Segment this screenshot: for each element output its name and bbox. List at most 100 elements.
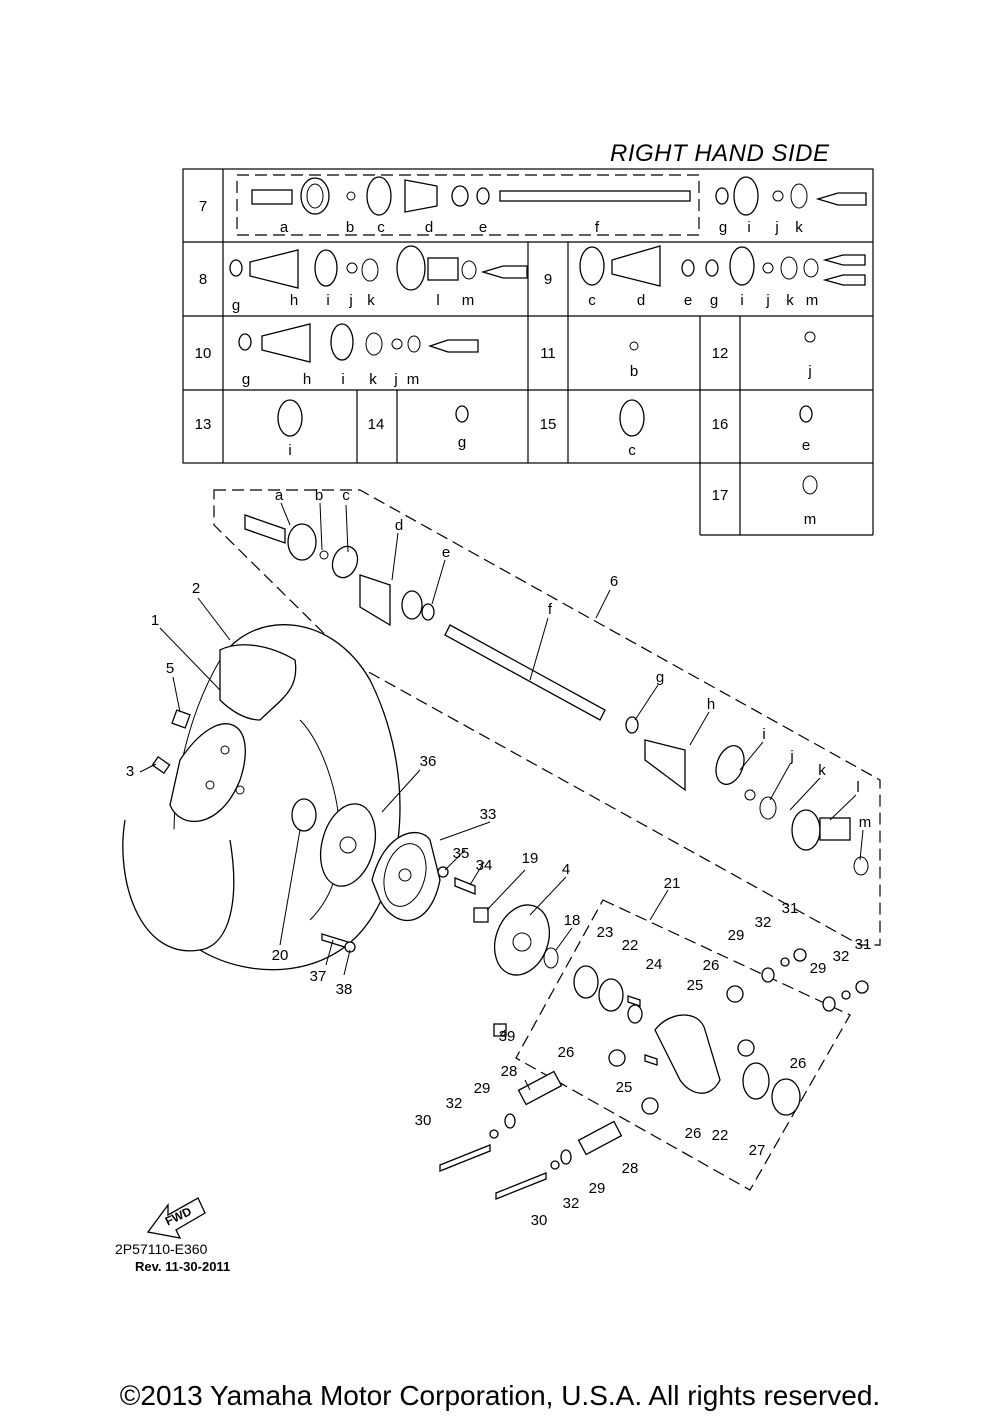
revision-date: Rev. 11-30-2011 [135, 1259, 231, 1274]
svg-text:36: 36 [420, 753, 437, 770]
svg-text:33: 33 [480, 806, 497, 823]
svg-text:k: k [367, 292, 375, 309]
svg-text:l: l [856, 779, 859, 796]
valve-3 [151, 755, 171, 775]
svg-text:e: e [802, 437, 810, 454]
row-8-number: 8 [199, 271, 207, 288]
svg-text:k: k [795, 219, 803, 236]
axle-parts [244, 514, 869, 876]
svg-text:a: a [275, 487, 284, 504]
seal-20 [291, 798, 317, 832]
svg-text:c: c [628, 442, 636, 459]
row-13-number: 13 [195, 416, 212, 433]
svg-text:29: 29 [728, 927, 745, 944]
svg-text:e: e [479, 219, 487, 236]
svg-text:38: 38 [336, 981, 353, 998]
row-9-letters: c d e g i j k m [588, 292, 818, 309]
svg-text:m: m [859, 814, 872, 831]
row-11-number: 11 [540, 345, 556, 362]
svg-text:f: f [595, 219, 600, 236]
knuckle-parts [439, 948, 869, 1200]
svg-text:l: l [436, 292, 439, 309]
svg-text:1: 1 [151, 612, 159, 629]
svg-text:i: i [747, 219, 750, 236]
svg-text:h: h [707, 696, 715, 713]
svg-text:g: g [656, 669, 664, 686]
svg-text:2: 2 [192, 580, 200, 597]
svg-text:c: c [588, 292, 596, 309]
svg-text:j: j [807, 363, 811, 380]
svg-text:25: 25 [687, 977, 704, 994]
svg-text:32: 32 [755, 914, 772, 931]
svg-text:g: g [242, 371, 250, 388]
leader-lines [139, 502, 864, 1091]
svg-text:i: i [288, 442, 291, 459]
nut-5 [171, 709, 191, 729]
svg-text:m: m [806, 292, 819, 309]
row-8-parts [229, 245, 528, 291]
svg-text:27: 27 [749, 1142, 766, 1159]
svg-text:k: k [786, 292, 794, 309]
diagram-letter-callouts: a b c d e f g h i j k l m [275, 487, 871, 831]
svg-text:24: 24 [646, 956, 663, 973]
svg-text:26: 26 [703, 957, 720, 974]
svg-text:i: i [762, 726, 765, 743]
svg-text:k: k [369, 371, 377, 388]
svg-text:37: 37 [310, 968, 327, 985]
hub-33 [371, 832, 441, 922]
svg-text:35: 35 [453, 845, 470, 862]
svg-text:g: g [458, 434, 466, 451]
row-7-parts [251, 176, 867, 216]
row-7-number: 7 [199, 198, 207, 215]
svg-text:30: 30 [415, 1112, 432, 1129]
diagram-number-callouts: 1 2 3 4 5 6 18 19 20 21 22 22 23 24 25 2… [126, 573, 872, 1229]
wheel-rim [169, 723, 246, 822]
ring-18 [543, 947, 559, 969]
svg-text:28: 28 [501, 1063, 518, 1080]
tire [122, 624, 401, 971]
diagram-title: RIGHT HAND SIDE [610, 140, 830, 167]
svg-text:j: j [348, 292, 352, 309]
row-10-number: 10 [195, 345, 212, 362]
svg-text:b: b [630, 363, 638, 380]
svg-text:4: 4 [562, 861, 570, 878]
svg-text:b: b [315, 487, 323, 504]
svg-text:22: 22 [712, 1127, 729, 1144]
svg-text:c: c [377, 219, 385, 236]
nut-19 [473, 907, 489, 923]
row-7-letters: a b c d e f g i j k [280, 219, 803, 236]
svg-text:31: 31 [782, 900, 799, 917]
copyright-notice: ©2013 Yamaha Motor Corporation, U.S.A. A… [119, 1380, 881, 1411]
row-9-number: 9 [544, 271, 552, 288]
svg-text:g: g [719, 219, 727, 236]
svg-text:d: d [637, 292, 645, 309]
bolt-34 [454, 877, 476, 895]
reference-block: 2P57110-E360 Rev. 11-30-2011 [115, 1240, 230, 1276]
svg-text:29: 29 [589, 1180, 606, 1197]
brake-disc-36 [319, 803, 377, 887]
svg-text:m: m [804, 511, 817, 528]
svg-text:i: i [740, 292, 743, 309]
svg-text:m: m [462, 292, 475, 309]
svg-text:26: 26 [558, 1044, 575, 1061]
row-11-to-17-parts: b j i g c e m [277, 331, 818, 528]
svg-text:31: 31 [855, 936, 872, 953]
svg-text:28: 28 [622, 1160, 639, 1177]
svg-text:c: c [342, 487, 350, 504]
svg-text:d: d [425, 219, 433, 236]
row-17-number: 17 [712, 487, 729, 504]
svg-text:h: h [303, 371, 311, 388]
svg-text:32: 32 [833, 948, 850, 965]
svg-text:23: 23 [597, 924, 614, 941]
svg-text:b: b [346, 219, 354, 236]
hub-4 [493, 904, 551, 976]
row-10-parts [238, 323, 479, 363]
svg-text:e: e [442, 544, 450, 561]
svg-text:e: e [684, 292, 692, 309]
svg-text:6: 6 [610, 573, 618, 590]
svg-text:a: a [280, 219, 289, 236]
svg-text:3: 3 [126, 763, 134, 780]
svg-text:32: 32 [446, 1095, 463, 1112]
svg-text:26: 26 [790, 1055, 807, 1072]
svg-text:f: f [548, 601, 553, 618]
